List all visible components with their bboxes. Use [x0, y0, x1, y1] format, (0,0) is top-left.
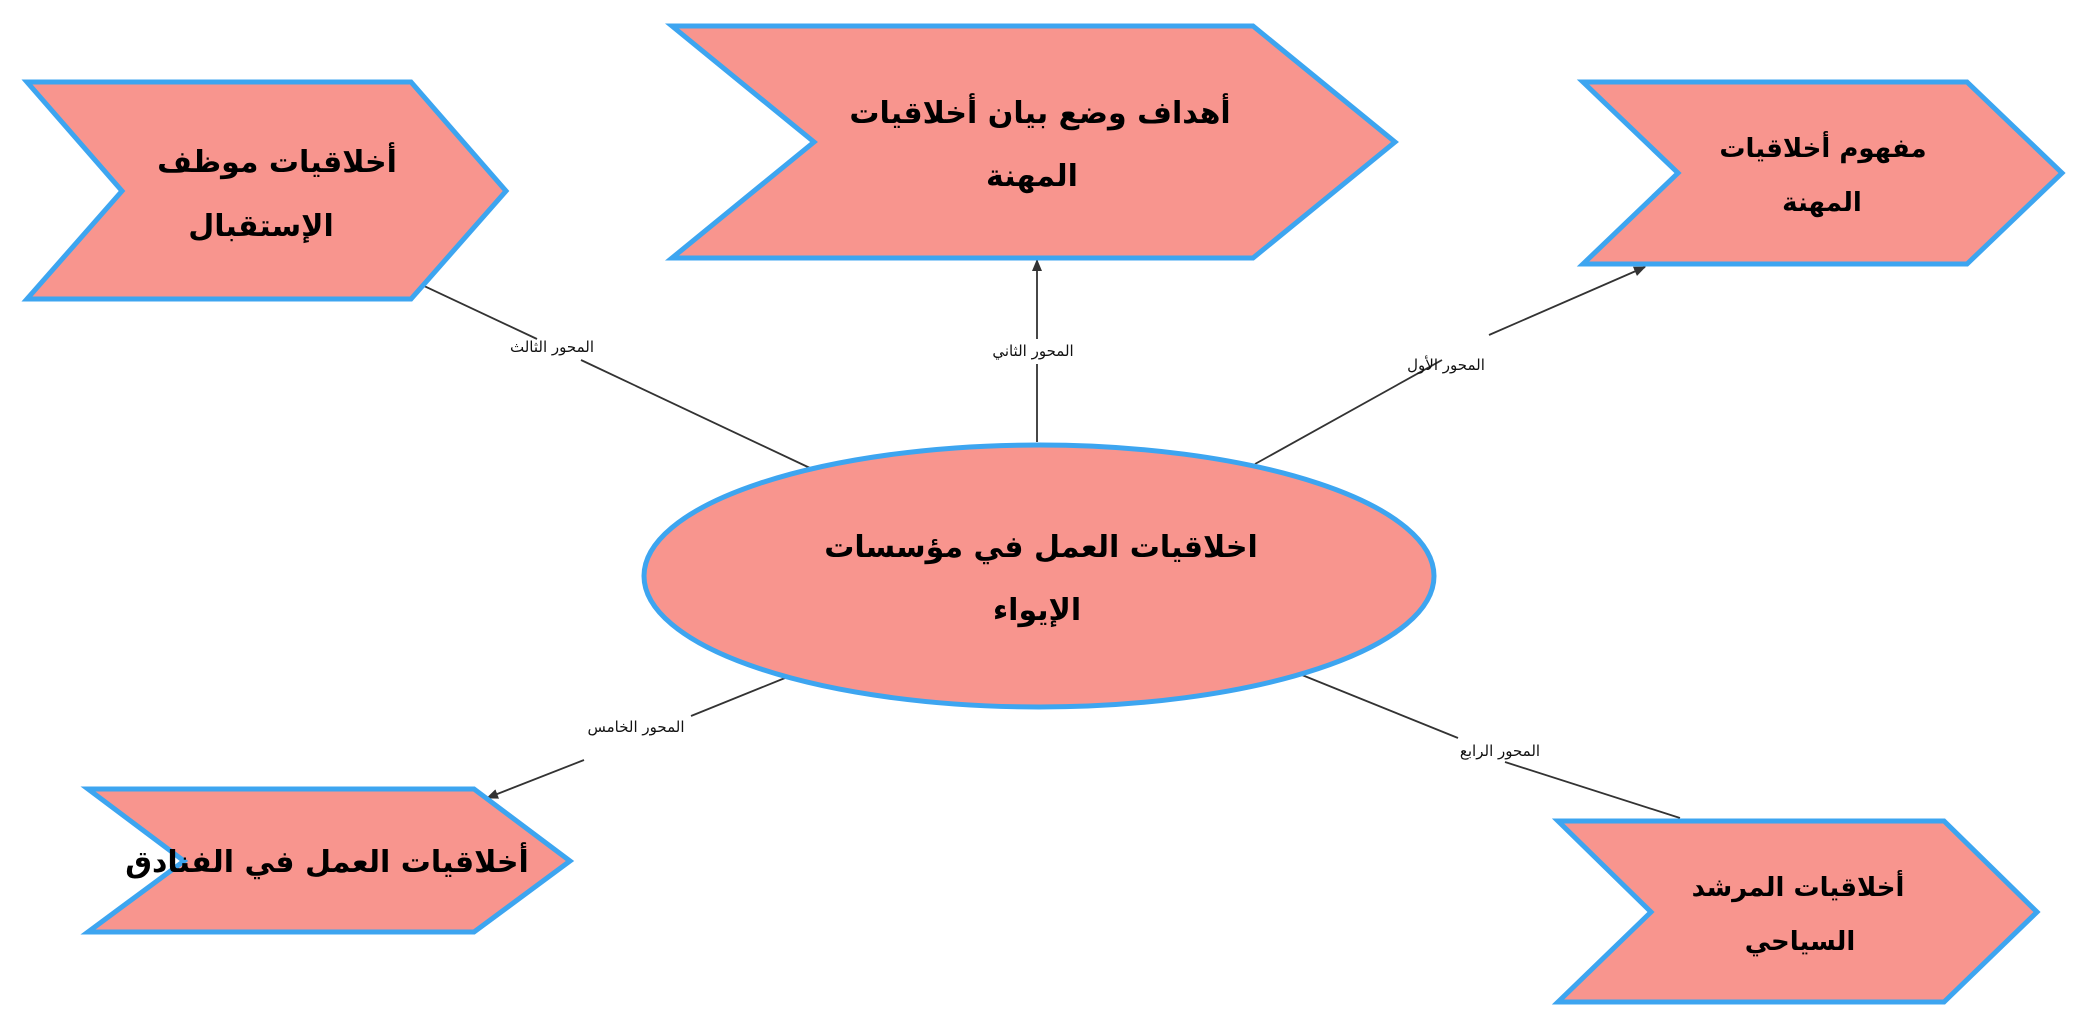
connector-edge-1[interactable]: [1254, 267, 1645, 465]
edge-label-edge-4: المحور الرابع: [1460, 742, 1540, 760]
node-axis-2[interactable]: أهداف وضع بيان أخلاقيات المهنة: [664, 23, 1399, 261]
arrow-shape-axis-2[interactable]: [664, 23, 1399, 261]
axis-1-label-line-2: المهنة: [1782, 188, 1862, 218]
node-axis-5[interactable]: أخلاقيات العمل في الفنادق: [80, 786, 575, 935]
edge-label-edge-3: المحور الثالث: [510, 338, 594, 356]
edge-label-edge-1: المحور الأول: [1407, 355, 1485, 374]
axis-2-label-line-2: المهنة: [986, 159, 1078, 194]
axis-1-label-line-1: مفهوم أخلاقيات: [1719, 131, 1926, 164]
axis-5-label-line-1: أخلاقيات العمل في الفنادق: [125, 842, 529, 880]
arrow-shape-axis-3[interactable]: [21, 79, 510, 302]
axis-4-label-line-1: أخلاقيات المرشد: [1692, 870, 1905, 903]
axis-4-label-line-2: السياحي: [1745, 927, 1856, 957]
center-label-line-1: اخلاقيات العمل في مؤسسات: [824, 530, 1258, 565]
edge-labels: المحور الأول المحور الثاني المحور الثالث…: [510, 338, 1540, 760]
connector-edge-4[interactable]: [1301, 674, 1681, 819]
axis-3-label-line-2: الإستقبال: [188, 209, 334, 244]
connector-edge-5[interactable]: [487, 677, 786, 798]
arrow-shape-axis-1[interactable]: [1576, 79, 2066, 267]
node-axis-1[interactable]: مفهوم أخلاقيات المهنة: [1576, 79, 2066, 267]
arrow-shape-axis-5[interactable]: [80, 786, 575, 935]
center-label-line-2: الإيواء: [993, 593, 1081, 628]
edge-label-edge-2: المحور الثاني: [992, 342, 1073, 361]
arrow-shape-axis-4[interactable]: [1551, 818, 2041, 1005]
edge-label-edge-5: المحور الخامس: [587, 718, 684, 736]
node-axis-4[interactable]: أخلاقيات المرشد السياحي: [1551, 818, 2041, 1005]
center-node[interactable]: اخلاقيات العمل في مؤسسات الإيواء: [641, 442, 1437, 710]
node-axis-3[interactable]: أخلاقيات موظف الإستقبال: [21, 79, 510, 302]
center-ellipse[interactable]: [641, 442, 1437, 710]
axis-2-label-line-1: أهداف وضع بيان أخلاقيات: [849, 93, 1230, 131]
axis-3-label-line-1: أخلاقيات موظف: [157, 142, 397, 180]
